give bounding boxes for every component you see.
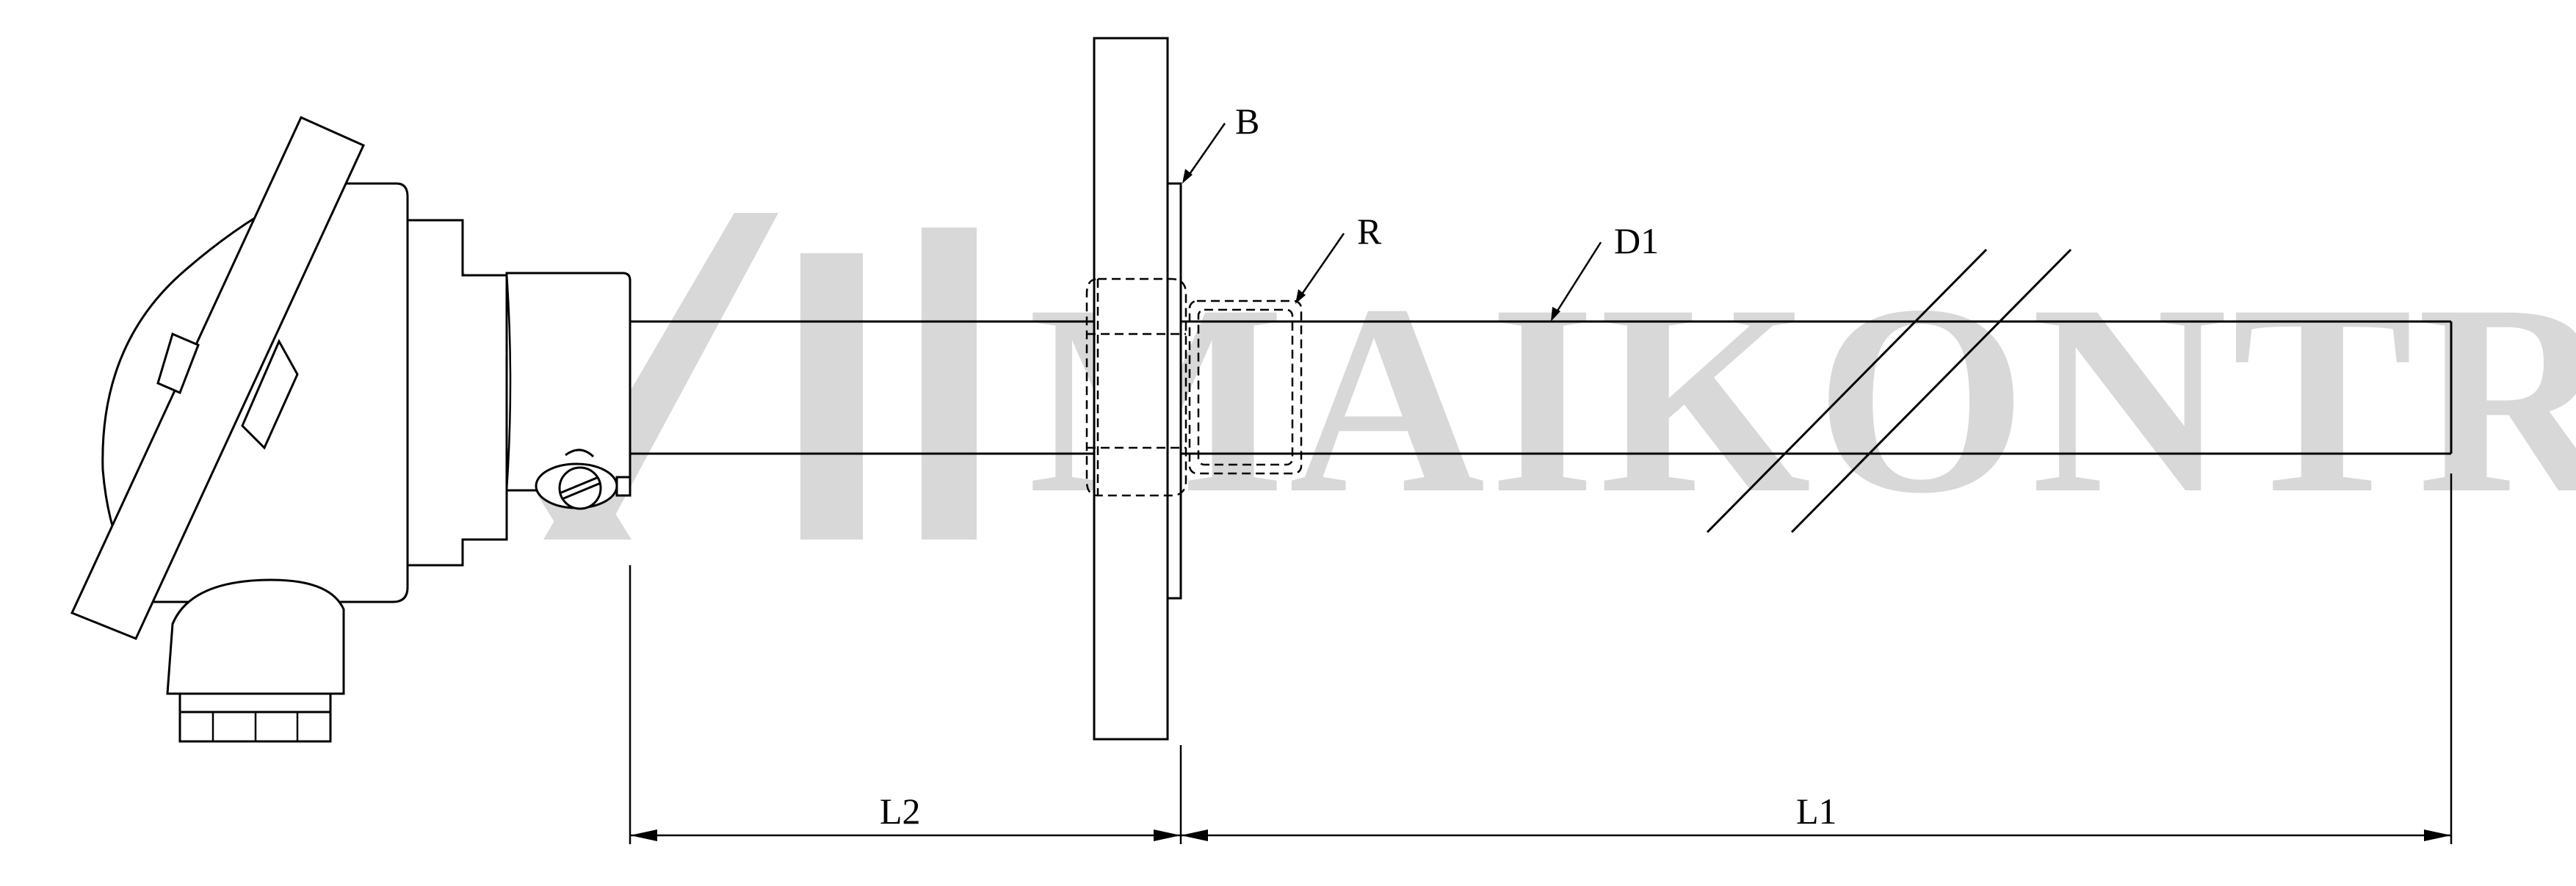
head-hex-top [406, 219, 508, 567]
head-cover [70, 116, 365, 640]
label-b: B [1235, 101, 1259, 142]
neck-curve [505, 272, 512, 491]
head-cover-tab-2 [241, 338, 299, 450]
label-r: R [1357, 211, 1382, 252]
protection-tube-left [630, 320, 1094, 455]
break-line-1 [1706, 248, 1988, 534]
flange [1085, 37, 1187, 741]
dimensions: L2 L1 [629, 473, 2453, 844]
flange-hidden-bore [1085, 277, 1187, 497]
neck [505, 272, 632, 510]
dimension-l1: L1 [1181, 791, 2451, 841]
leader-r: R [1295, 211, 1382, 304]
thread-outline-inner [1197, 308, 1294, 466]
watermark: MAIKONTROL [345, 213, 2576, 550]
break-line-2 [1790, 248, 2072, 534]
thread-fitting [1188, 299, 1303, 475]
leader-b: B [1182, 101, 1259, 184]
thread-outline-outer [1188, 299, 1303, 475]
flange-collar [1166, 182, 1182, 600]
terminal-head [70, 116, 508, 743]
watermark-text: MAIKONTROL [1028, 249, 2576, 550]
label-l1: L1 [1796, 791, 1837, 832]
neck-body [505, 272, 632, 492]
dimension-l2: L2 [630, 791, 1181, 841]
locking-screw [535, 449, 632, 510]
head-lower [166, 578, 345, 695]
label-l2: L2 [880, 791, 921, 832]
head-cover-tab-1 [156, 332, 200, 394]
label-d1: D1 [1614, 220, 1659, 261]
protection-tube-right [1181, 248, 2453, 534]
cable-gland [178, 692, 332, 713]
leader-d1: D1 [1551, 220, 1659, 322]
flange-disk [1093, 37, 1169, 741]
